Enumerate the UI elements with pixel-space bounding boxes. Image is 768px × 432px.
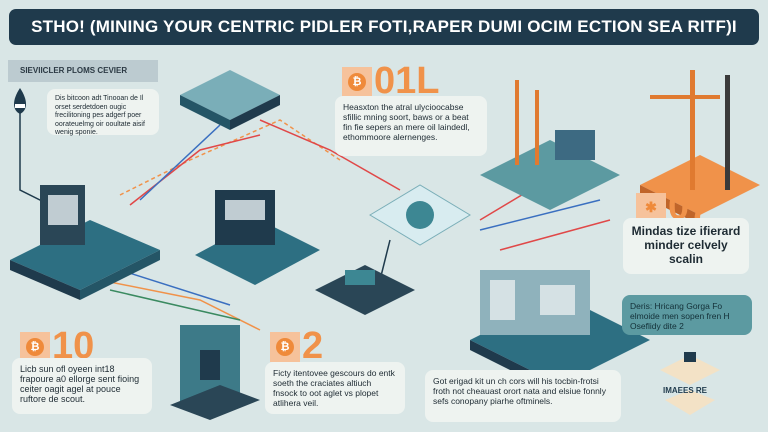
- bitcoin-icon: ₿: [342, 66, 372, 97]
- info-card-bottom-center: Ficty itentovee gescours do entk soeth t…: [265, 362, 405, 414]
- logo-emblem: [660, 352, 720, 415]
- factory-building: [470, 270, 650, 395]
- logo-text: IMAEES RE: [663, 386, 708, 395]
- nodes-icon: ✱: [636, 192, 666, 223]
- machine-left: [10, 185, 160, 300]
- hub-chip: [369, 184, 471, 246]
- server-rack-top: [180, 70, 280, 130]
- router: [315, 265, 415, 315]
- info-card-bottom-left: Licb sun ofl oyeen int18 frapoure a0 ell…: [12, 358, 152, 414]
- page-title: STHO! (MINING YOUR CENTRIC PIDLER FOTI,R…: [9, 9, 759, 45]
- mining-unit-center: [195, 190, 320, 285]
- info-card-right-teal: Deris: Hricang Gorga Fo elmoide men sope…: [622, 295, 752, 335]
- step-number-01: ₿01L: [342, 60, 439, 103]
- info-card-bottom-right: Got erigad kit un ch cors will his tocbi…: [425, 370, 621, 422]
- bitcoin-icon: ₿: [270, 331, 300, 362]
- step-number-2: ₿2: [270, 325, 323, 368]
- bitcoin-icon: ₿: [20, 331, 50, 362]
- section-tag: SIEVIICLER PLOMS CEVIER: [8, 60, 158, 82]
- crane-platform-left: [480, 80, 620, 210]
- oil-drop-icon: [14, 88, 26, 114]
- info-card-top-center: Heasxton the atral ulycioocabse sfillic …: [335, 96, 487, 156]
- info-card-right: Mindas tize ifierard minder celvely scal…: [623, 218, 749, 274]
- info-card-top-left: Dis bitcoon adt Tinooan de Il orset serd…: [47, 89, 159, 136]
- storage-box: [170, 325, 260, 420]
